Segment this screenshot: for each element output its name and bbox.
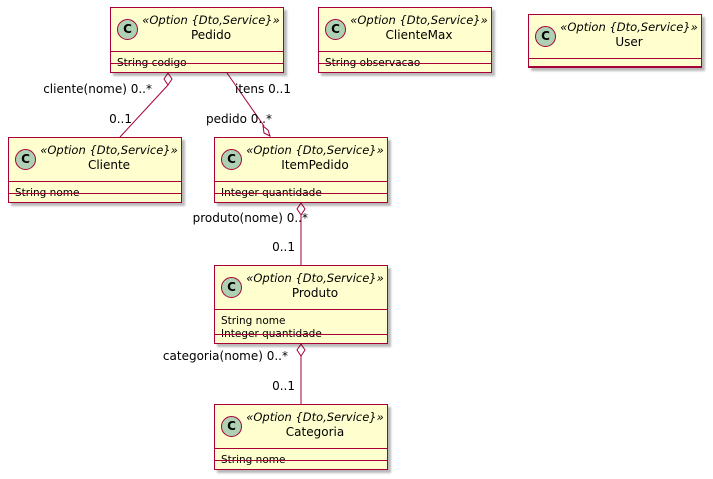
class-produto[interactable]: C «Option {Dto,Service}» Produto String … (214, 265, 388, 344)
class-pedido-methods (111, 63, 283, 64)
class-cliente-attributes: String nome (9, 182, 181, 200)
class-icon: C (15, 149, 36, 170)
role-label-cliente: cliente(nome) 0..* (43, 82, 152, 96)
edge-produto-categoria (296, 343, 306, 404)
class-icon: C (221, 277, 242, 298)
class-produto-attributes: String nome Integer quantidade (215, 310, 387, 341)
class-pedido-attributes: String codigo (111, 52, 283, 70)
role-label-categoria: categoria(nome) 0..* (162, 349, 288, 363)
class-produto-name: Produto (291, 286, 339, 300)
class-itempedido[interactable]: C «Option {Dto,Service}» ItemPedido Inte… (214, 137, 388, 203)
role-label-produto: produto(nome) 0..* (192, 211, 308, 225)
class-icon: C (221, 149, 242, 170)
class-user-stereotype: «Option {Dto,Service}» (560, 20, 698, 34)
class-pedido-name: Pedido (190, 28, 232, 42)
role-label-itens: itens 0..1 (235, 82, 291, 96)
multiplicity-label-cliente: 0..1 (109, 112, 132, 126)
class-categoria[interactable]: C «Option {Dto,Service}» Categoria Strin… (214, 404, 388, 470)
edge-itempedido-produto (296, 202, 306, 265)
class-user-name: User (615, 35, 643, 49)
class-cliente-header: C «Option {Dto,Service}» Cliente (9, 138, 181, 182)
class-produto-stereotype: «Option {Dto,Service}» (246, 271, 384, 285)
class-icon: C (221, 416, 242, 437)
aggregation-diamond-pedido-itempedido (262, 124, 271, 137)
class-categoria-methods (215, 460, 387, 461)
class-cliente-name: Cliente (87, 158, 131, 172)
class-clientemax[interactable]: C «Option {Dto,Service}» ClienteMax Stri… (318, 7, 492, 73)
class-itempedido-stereotype: «Option {Dto,Service}» (246, 143, 384, 157)
class-user[interactable]: C «Option {Dto,Service}» User (528, 14, 702, 68)
multiplicity-label-categoria: 0..1 (272, 379, 295, 393)
class-pedido[interactable]: C «Option {Dto,Service}» Pedido String c… (110, 7, 284, 73)
class-icon: C (535, 26, 556, 47)
class-icon: C (325, 19, 346, 40)
class-produto-methods (215, 334, 387, 335)
aggregation-diamond-itempedido-produto (296, 202, 306, 216)
class-produto-attribute: String nome (221, 315, 286, 327)
aggregation-diamond-pedido-cliente (163, 72, 173, 86)
class-produto-header: C «Option {Dto,Service}» Produto (215, 266, 387, 310)
class-categoria-name: Categoria (285, 425, 345, 439)
class-categoria-stereotype: «Option {Dto,Service}» (246, 410, 384, 424)
class-itempedido-name: ItemPedido (281, 158, 349, 172)
class-cliente-stereotype: «Option {Dto,Service}» (40, 143, 178, 157)
class-clientemax-attributes: String observacao (319, 52, 491, 70)
multiplicity-label-produto: 0..1 (272, 240, 295, 254)
role-label-pedido: pedido 0..* (206, 112, 272, 126)
edge-pedido-cliente-line (119, 84, 169, 138)
class-itempedido-attributes: Integer quantidade (215, 182, 387, 200)
class-clientemax-header: C «Option {Dto,Service}» ClienteMax (319, 8, 491, 52)
class-itempedido-header: C «Option {Dto,Service}» ItemPedido (215, 138, 387, 182)
edge-pedido-itempedido-line (226, 72, 265, 127)
class-user-header: C «Option {Dto,Service}» User (529, 15, 701, 59)
class-clientemax-methods (319, 63, 491, 64)
class-cliente-methods (9, 193, 181, 194)
edge-pedido-cliente (119, 72, 173, 138)
aggregation-diamond-produto-categoria (296, 343, 306, 357)
class-itempedido-methods (215, 193, 387, 194)
class-categoria-header: C «Option {Dto,Service}» Categoria (215, 405, 387, 449)
class-categoria-attributes: String nome (215, 449, 387, 467)
class-clientemax-name: ClienteMax (385, 28, 453, 42)
class-pedido-stereotype: «Option {Dto,Service}» (142, 13, 280, 27)
edge-pedido-itempedido (226, 72, 271, 137)
class-pedido-header: C «Option {Dto,Service}» Pedido (111, 8, 283, 52)
class-cliente[interactable]: C «Option {Dto,Service}» Cliente String … (8, 137, 182, 203)
class-clientemax-stereotype: «Option {Dto,Service}» (350, 13, 488, 27)
class-icon: C (117, 19, 138, 40)
class-user-methods (529, 66, 701, 67)
